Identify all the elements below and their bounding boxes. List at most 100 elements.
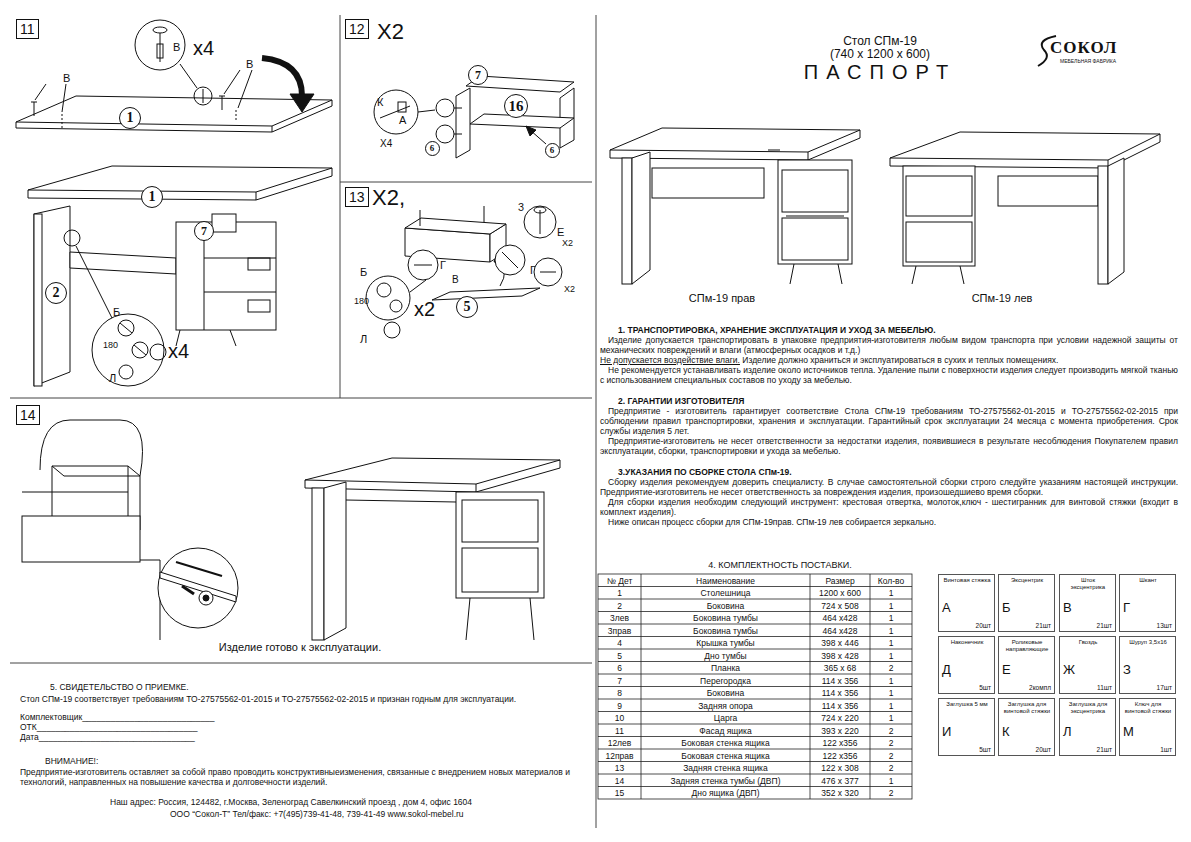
angle-mark: 180 <box>354 296 378 306</box>
table-cell: Боковая стенка ящика <box>642 751 809 761</box>
table-cell: 1 <box>871 651 911 661</box>
hardware-count: 5шт <box>979 747 991 754</box>
table-cell: 114 х 356 <box>811 676 869 686</box>
table-cell: 1 <box>871 613 911 623</box>
callout-number: 1 <box>141 186 163 208</box>
hardware-box: Ключ для винтовой стяжкиМ1шт <box>1119 698 1176 756</box>
callout-number: 7 <box>194 221 214 241</box>
table-cell: Крышка тумбы <box>642 638 809 648</box>
callout-text: 1 <box>127 111 134 125</box>
table-cell: Боковина тумбы <box>642 613 809 623</box>
table-cell: 476 х 377 <box>811 776 869 786</box>
table-cell: 464 х428 <box>811 613 869 623</box>
table-cell: 2 <box>871 763 911 773</box>
table-cell: 1 <box>871 638 911 648</box>
paragraph: Изделие допускается транспортировать в у… <box>600 335 1178 355</box>
callout-number: 7 <box>468 65 488 85</box>
hardware-box: Винтовая стяжкаА20шт <box>938 574 995 632</box>
table-cell: Дно тумбы <box>642 651 809 661</box>
callout-number: 2 <box>45 282 67 304</box>
paragraph: Не рекомендуется устанавливать изделие о… <box>600 365 1178 385</box>
certificate-text: Стол СПм-19 соответствует требованиям ТО… <box>20 695 594 705</box>
table-cell: 1 <box>599 588 640 598</box>
text-column: 1. ТРАНСПОРТИРОВКА, ХРАНЕНИЕ ЭКСПЛУАТАЦИ… <box>600 325 1178 527</box>
part-letter: Г <box>440 259 454 272</box>
table-cell: 122 х 308 <box>811 763 869 773</box>
hardware-box: Заглушка 5 ммИ5шт <box>938 698 995 756</box>
hardware-letter: И <box>942 725 951 738</box>
paragraph: Сборку изделия рекомендуем доверить спец… <box>600 477 1178 497</box>
callout-text: 1 <box>149 190 156 204</box>
hardware-name: Эксцентрик <box>1002 577 1052 584</box>
table-cell: Боковина тумбы <box>642 626 809 636</box>
hardware-letter: Е <box>1002 663 1011 676</box>
table-cell: 15 <box>599 788 640 798</box>
table-cell: Задняя опора <box>642 701 809 711</box>
hardware-box: Шток эксцентрикаВ21шт <box>1059 574 1116 632</box>
table-header: № Дет <box>599 576 640 586</box>
paragraph: Предприятие-изготовитель не несет ответс… <box>600 436 1178 456</box>
part-letter: В <box>452 274 466 286</box>
hardware-name: Роликовые направляющие <box>1002 639 1052 653</box>
hardware-box: ШкантГ13шт <box>1119 574 1176 632</box>
table-cell: 1 <box>871 701 911 711</box>
table-cell: 2 <box>871 751 911 761</box>
table-cell: 11 <box>599 726 640 736</box>
quantity-mark: X2 <box>562 238 588 248</box>
table-cell: 1 <box>871 676 911 686</box>
table-cell: 9 <box>599 701 640 711</box>
paragraph: Не допускается воздействие влаги. Издели… <box>600 355 1178 365</box>
step-number: 12 <box>345 19 369 39</box>
table-cell: 5 <box>599 651 640 661</box>
table-cell: 2 <box>871 663 911 673</box>
part-letter: А <box>399 114 413 127</box>
table-cell: 4 <box>599 638 640 648</box>
table-cell: 2 <box>871 738 911 748</box>
table-cell: 3лев <box>599 613 640 623</box>
signature-line: ОТК__________________________________ <box>20 723 280 733</box>
hardware-box: ЭксцентрикБ21шт <box>998 574 1055 632</box>
table-cell: 724 х 220 <box>811 713 869 723</box>
table-cell: 2 <box>871 726 911 736</box>
callout-number: 5 <box>456 296 478 318</box>
table-cell: 352 х 320 <box>811 788 869 798</box>
table-header: Размер <box>811 576 869 586</box>
paragraph: Ниже описан процесс сборки для СПм-19пра… <box>600 517 1178 527</box>
table-cell: 398 х 446 <box>811 638 869 648</box>
hardware-count: 2компл <box>1029 685 1051 692</box>
table-cell: 122 х356 <box>811 751 869 761</box>
part-letter: В <box>246 58 260 71</box>
hardware-box: Заглушка для эксцентрикаЛ21шт <box>1059 698 1116 756</box>
section-heading: 2. ГАРАНТИИ ИЗГОТОВИТЕЛЯ <box>600 396 1178 406</box>
callout-text: 5 <box>464 300 471 314</box>
part-letter: Б <box>113 306 127 319</box>
table-cell: 13 <box>599 763 640 773</box>
hardware-count: 21шт <box>1097 623 1112 630</box>
table-cell: 3прав <box>599 626 640 636</box>
part-letter: Л <box>109 372 123 385</box>
table-cell: Перегородка <box>642 676 809 686</box>
hardware-name: Ключ для винтовой стяжки <box>1123 701 1173 715</box>
paragraph-part: Изделие должно храниться и эксплуатирова… <box>742 355 1058 365</box>
table-header: Кол-во <box>871 576 911 586</box>
table-cell: 12лев <box>599 738 640 748</box>
table-cell: Боковина <box>642 601 809 611</box>
hardware-count: 20шт <box>1036 747 1051 754</box>
table-cell: Планка <box>642 663 809 673</box>
hardware-name: Наконечник <box>942 639 992 646</box>
hardware-count: 11шт <box>1097 685 1112 692</box>
table-title: 4. КОМПЛЕКТНОСТЬ ПОСТАВКИ. <box>660 560 900 570</box>
table-cell: 724 х 508 <box>811 601 869 611</box>
table-cell: 1 <box>871 776 911 786</box>
step-number: 13 <box>345 187 369 207</box>
table-cell: Фасад ящика <box>642 726 809 736</box>
part-letter: В <box>173 41 187 54</box>
signature-line: Дата_________________________________ <box>20 733 280 743</box>
table-cell: 1 <box>871 601 911 611</box>
hardware-box: Роликовые направляющиеЕ 2компл <box>998 636 1055 694</box>
callout-text: 2 <box>53 286 60 300</box>
hardware-name: Шкант <box>1123 577 1173 584</box>
table-cell: 393 х 220 <box>811 726 869 736</box>
callout-text: 16 <box>509 99 524 114</box>
table-cell: 114 х 356 <box>811 701 869 711</box>
